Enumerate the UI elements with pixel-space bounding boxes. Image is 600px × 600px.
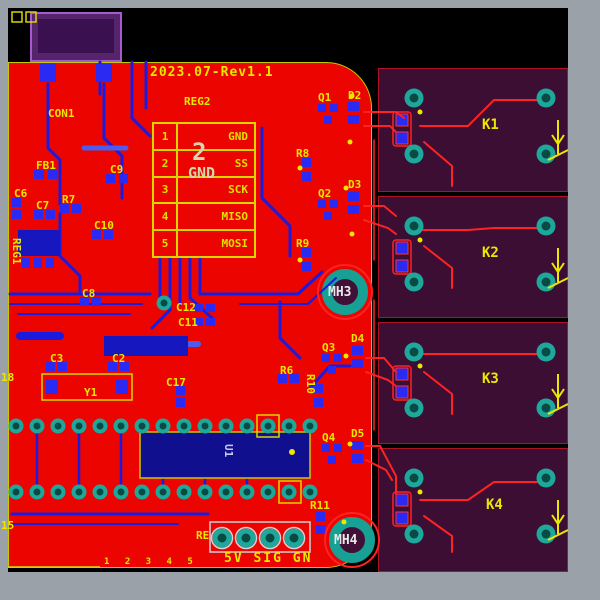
label-c6: C6 bbox=[14, 187, 28, 200]
net-overlay-pin: 2 bbox=[192, 138, 207, 166]
spi-net-name: MISO bbox=[221, 210, 249, 224]
spi-pin-number: 2 bbox=[154, 150, 178, 176]
label-r11: R11 bbox=[310, 499, 330, 512]
spi-pin-number: 4 bbox=[154, 204, 178, 230]
label-c17: C17 bbox=[166, 376, 186, 389]
spi-row: 1 GND bbox=[154, 124, 254, 149]
label-edge-15: 15 bbox=[1, 519, 15, 532]
label-re: RE bbox=[196, 529, 210, 542]
label-y1: Y1 bbox=[84, 386, 98, 399]
label-reg1: REG1 bbox=[10, 238, 23, 265]
spi-row: 3 SCK bbox=[154, 175, 254, 203]
label-c3: C3 bbox=[50, 352, 64, 365]
spi-pin-number: 3 bbox=[154, 177, 178, 203]
label-q1: Q1 bbox=[318, 91, 332, 104]
net-overlay-gnd: GND bbox=[188, 164, 216, 182]
spi-net-name: SS bbox=[234, 156, 248, 170]
label-u1: U1 bbox=[222, 444, 235, 458]
label-r7: R7 bbox=[62, 193, 76, 206]
relay-footprint-k2[interactable] bbox=[378, 196, 568, 318]
label-mh4: MH4 bbox=[334, 533, 358, 548]
spi-pin-number: 1 bbox=[154, 124, 178, 149]
spi-net-name: GND bbox=[228, 129, 248, 143]
spi-row: 2 SS bbox=[154, 148, 254, 176]
label-con1: CON1 bbox=[48, 107, 75, 120]
label-r9: R9 bbox=[296, 237, 310, 250]
label-pin-numbers: 1 2 3 4 5 bbox=[104, 557, 198, 567]
board-title: 2023.07-Rev1.1 bbox=[150, 65, 274, 80]
label-c10: C10 bbox=[94, 219, 114, 232]
label-k2: K2 bbox=[482, 245, 499, 261]
label-d3: D3 bbox=[348, 178, 362, 191]
label-d5: D5 bbox=[351, 427, 365, 440]
label-c7: C7 bbox=[36, 199, 50, 212]
label-d2: D2 bbox=[348, 89, 362, 102]
label-c12: C12 bbox=[176, 301, 196, 314]
spi-net-name: SCK bbox=[228, 183, 248, 197]
label-r8: R8 bbox=[296, 147, 310, 160]
relay-footprint-k4[interactable] bbox=[378, 448, 568, 572]
label-c2: C2 bbox=[112, 352, 126, 365]
label-reg2: REG2 bbox=[184, 95, 211, 108]
spi-row: 5 MOSI bbox=[154, 229, 254, 256]
label-r6: R6 bbox=[280, 364, 294, 377]
label-edge-18: 18 bbox=[1, 371, 15, 384]
label-q4: Q4 bbox=[322, 431, 336, 444]
label-d4: D4 bbox=[351, 332, 365, 345]
label-fb1: FB1 bbox=[36, 159, 56, 172]
power-connector-body[interactable] bbox=[30, 12, 122, 62]
spi-pin-number: 5 bbox=[154, 231, 178, 256]
label-c11: C11 bbox=[178, 316, 198, 329]
label-mh3: MH3 bbox=[328, 285, 352, 300]
label-c9: C9 bbox=[110, 163, 124, 176]
spi-row: 4 MISO bbox=[154, 202, 254, 230]
label-k4: K4 bbox=[486, 497, 503, 513]
relay-footprint-k1[interactable] bbox=[378, 68, 568, 192]
relay-footprint-k3[interactable] bbox=[378, 322, 568, 444]
label-q2: Q2 bbox=[318, 187, 332, 200]
label-c8: C8 bbox=[82, 287, 96, 300]
label-q3: Q3 bbox=[322, 341, 336, 354]
power-connector-cavity bbox=[38, 19, 114, 53]
spi-net-name: MOSI bbox=[221, 237, 249, 251]
label-k3: K3 bbox=[482, 371, 499, 387]
label-k1: K1 bbox=[482, 117, 499, 133]
label-r10: R10 bbox=[304, 374, 317, 394]
label-signal-rail: 5V SIG GN bbox=[224, 551, 313, 566]
